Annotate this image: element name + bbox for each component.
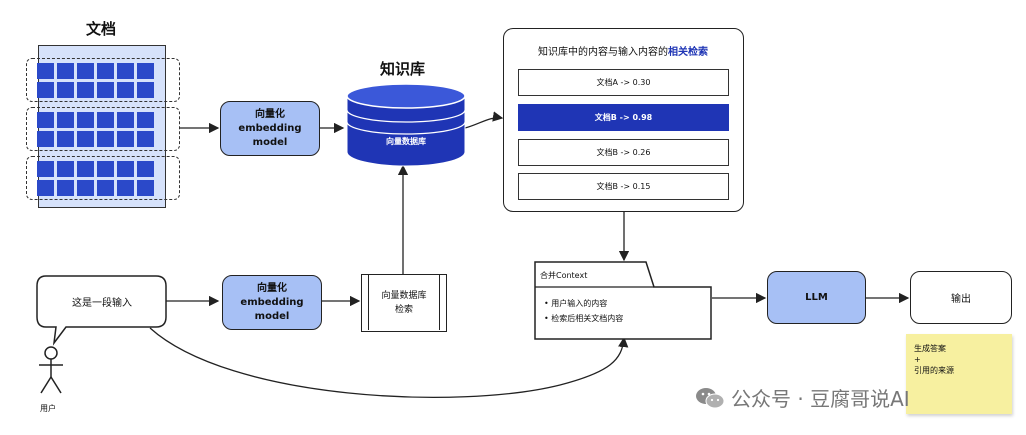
doc-chunk-grid xyxy=(37,161,154,196)
arrow-db-to-retrieval xyxy=(464,111,504,129)
context-title: 合并Context xyxy=(540,271,588,280)
user-icon xyxy=(39,346,63,394)
result-row-highlight: 文档B -> 0.98 xyxy=(518,104,729,131)
vector-search-left-bar xyxy=(368,275,369,330)
retrieval-title: 知识库中的内容与输入内容的相关检索 xyxy=(504,43,742,58)
context-item-2: • 检索后相关文档内容 xyxy=(544,314,624,323)
vector-search-text: 向量数据库 检索 xyxy=(362,289,446,317)
note-text: 生成答案 + 引用的来源 xyxy=(914,343,954,376)
database-label: 向量数据库 xyxy=(386,137,426,146)
context-item-2-text: 检索后相关文档内容 xyxy=(551,314,624,323)
database-icon xyxy=(346,83,466,167)
context-item-1: • 用户输入的内容 xyxy=(544,299,608,308)
note-line1: 生成答案 xyxy=(914,344,946,353)
llm-box: LLM xyxy=(767,271,866,324)
note-line3: 引用的来源 xyxy=(914,366,954,375)
retrieval-panel: 知识库中的内容与输入内容的相关检索 文档A -> 0.30 文档B -> 0.9… xyxy=(503,28,744,212)
result-row: 文档A -> 0.30 xyxy=(518,69,729,96)
arrow-input-to-context-curve xyxy=(149,327,629,398)
output-label: 输出 xyxy=(951,294,971,305)
vector-search-right-bar xyxy=(439,275,440,330)
result-row: 文档B -> 0.15 xyxy=(518,173,729,200)
embed-bottom-line1: 向量化 xyxy=(256,282,287,294)
doc-chunk-grid xyxy=(37,63,154,98)
doc-chunk-2 xyxy=(26,107,180,151)
note-line2: + xyxy=(914,355,921,364)
user-input-text: 这是一段输入 xyxy=(72,298,132,309)
embedding-model-bottom: 向量化 embedding model xyxy=(222,275,322,330)
doc-chunk-3 xyxy=(26,156,180,200)
vector-search-line1: 向量数据库 xyxy=(381,291,427,301)
watermark: 公众号 · 豆腐哥说AI xyxy=(695,383,910,412)
embed-bottom-line2: embedding xyxy=(240,296,304,308)
speech-bubble-shape xyxy=(36,275,167,346)
context-shape xyxy=(534,261,712,340)
user-label: 用户 xyxy=(40,404,56,413)
result-row: 文档B -> 0.26 xyxy=(518,139,729,166)
kb-title: 知识库 xyxy=(380,60,426,78)
llm-label: LLM xyxy=(805,292,828,303)
embedding-model-top: 向量化 embedding model xyxy=(220,101,320,156)
retrieval-title-highlight: 相关检索 xyxy=(668,47,708,58)
embed-top-line3: model xyxy=(252,136,288,148)
embed-top-line2: embedding xyxy=(238,122,302,134)
vector-search-box: 向量数据库 检索 xyxy=(361,274,447,332)
docs-title: 文档 xyxy=(86,20,117,38)
output-box: 输出 xyxy=(910,271,1012,324)
wechat-icon xyxy=(696,387,725,408)
embed-bottom-line3: model xyxy=(254,310,290,322)
context-item-1-text: 用户输入的内容 xyxy=(551,299,608,308)
vector-search-line2: 检索 xyxy=(394,305,413,315)
retrieval-title-plain: 知识库中的内容与输入内容的 xyxy=(538,47,668,58)
doc-chunk-grid xyxy=(37,112,154,147)
doc-chunk-1 xyxy=(26,58,180,102)
watermark-text: 公众号 · 豆腐哥说AI xyxy=(731,387,910,411)
sticky-note: 生成答案 + 引用的来源 xyxy=(906,334,1012,414)
embed-top-line1: 向量化 xyxy=(254,108,285,120)
